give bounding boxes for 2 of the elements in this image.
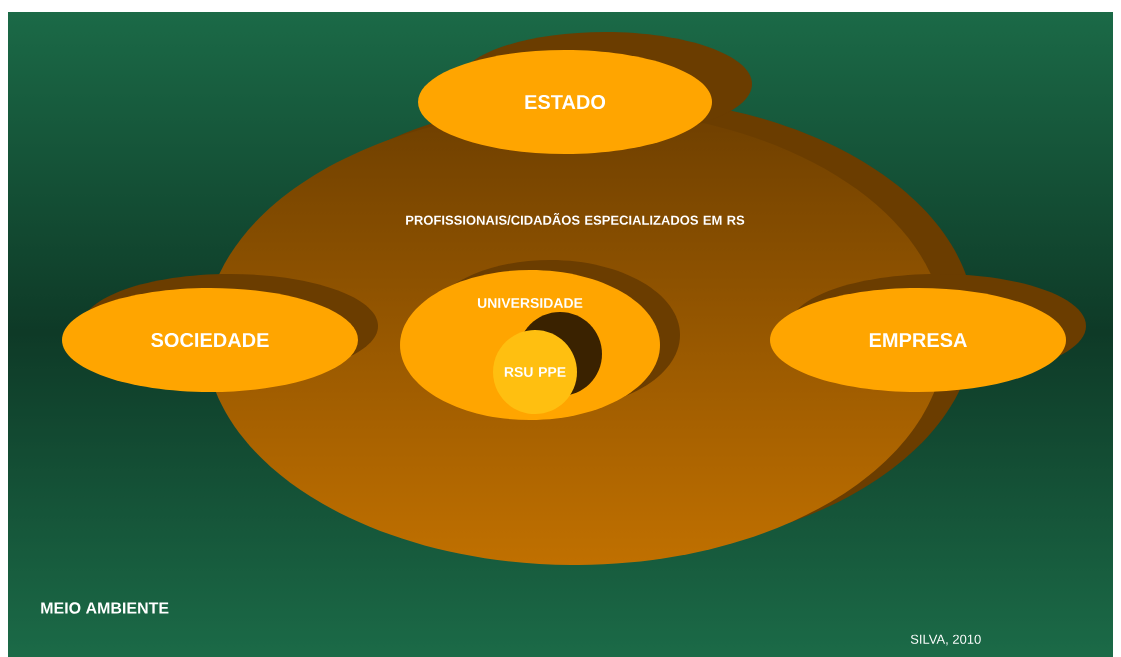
- label: MEIO AMBIENTE: [41, 602, 169, 614]
- label: SILVA, 2010: [910, 634, 981, 646]
